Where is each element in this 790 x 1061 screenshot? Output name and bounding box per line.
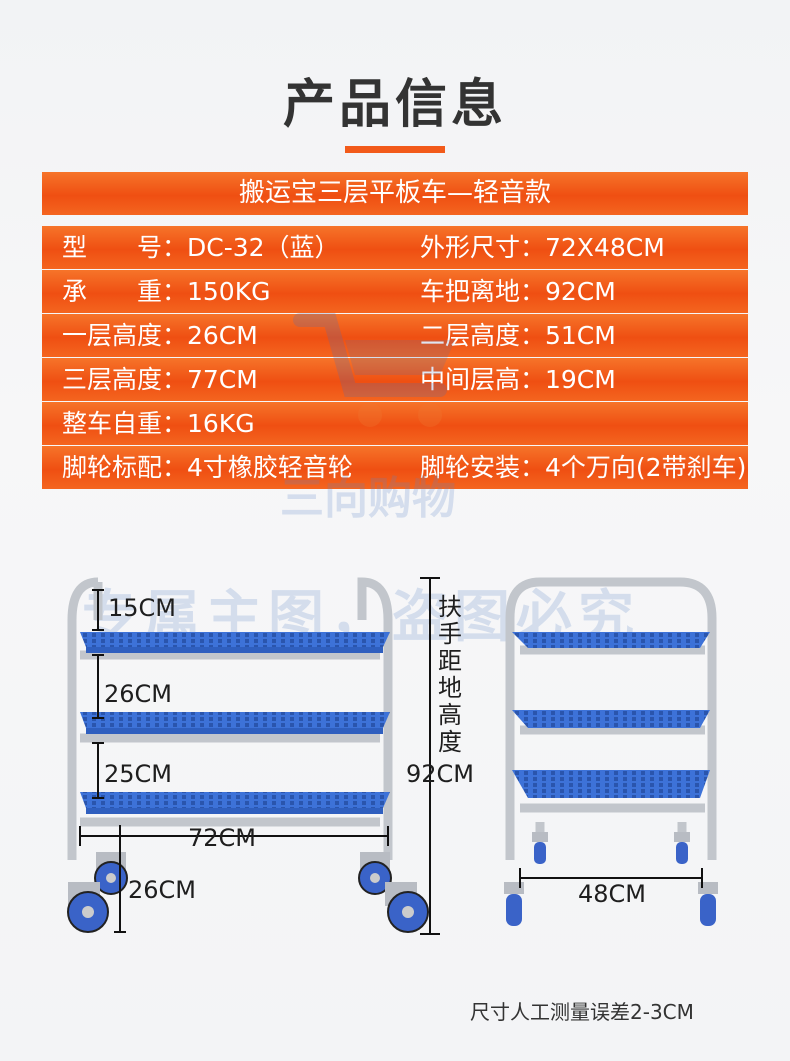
mid-gap-label: 26CM [104, 680, 173, 708]
front-dimension-lines [519, 868, 703, 888]
side-view-cart [67, 577, 393, 860]
spec-caster-install: 脚轮安装：4个万向(2带刹车) [420, 453, 747, 482]
title-underline [345, 146, 445, 153]
width-label: 48CM [578, 880, 647, 908]
spec-model: 型 号：DC-32（蓝） [62, 233, 340, 262]
side-view-wheels [67, 852, 429, 933]
side-view-shelves [80, 632, 390, 814]
spec-weight: 整车自重：16KG [62, 409, 255, 438]
spec-casters: 脚轮标配：4寸橡胶轻音轮 [62, 453, 353, 482]
front-view-cart [505, 577, 717, 860]
top-gap-label: 15CM [108, 594, 177, 622]
spec-layer2: 二层高度：51CM [420, 321, 616, 350]
spec-row: 整车自重：16KG [42, 402, 748, 445]
handle-height-caption: 扶手距地高度 [438, 593, 462, 756]
spec-table-header: 搬运宝三层平板车—轻音款 [42, 172, 748, 215]
side-dimension-lines [79, 577, 440, 935]
length-label: 72CM [188, 824, 257, 852]
spec-layer1: 一层高度：26CM [62, 321, 258, 350]
spec-row: 承 重：150KG 车把离地：92CM [42, 270, 748, 313]
measurement-note: 尺寸人工测量误差2-3CM [470, 1000, 694, 1024]
handle-height-label: 92CM [406, 760, 475, 788]
spec-mid-height: 中间层高：19CM [420, 365, 616, 394]
front-view-shelves [512, 632, 710, 798]
spec-layer3: 三层高度：77CM [62, 365, 258, 394]
spec-row: 三层高度：77CM 中间层高：19CM [42, 358, 748, 401]
spec-load: 承 重：150KG [62, 277, 271, 306]
bottom-gap-label: 25CM [104, 760, 173, 788]
spec-row: 脚轮标配：4寸橡胶轻音轮 脚轮安装：4个万向(2带刹车) [42, 446, 748, 489]
cart-dimension-diagram [67, 577, 718, 935]
shop-watermark: 三向购物 [280, 473, 456, 524]
spec-size: 外形尺寸：72X48CM [420, 233, 665, 262]
front-view-wheels [504, 832, 718, 926]
page-title: 产品信息 [282, 75, 507, 135]
spec-row: 型 号：DC-32（蓝） 外形尺寸：72X48CM [42, 226, 748, 269]
cart-logo-icon [293, 313, 455, 427]
spec-handle-height: 车把离地：92CM [420, 277, 616, 306]
spec-row: 一层高度：26CM 二层高度：51CM [42, 314, 748, 357]
wheel-height-label: 26CM [128, 876, 197, 904]
